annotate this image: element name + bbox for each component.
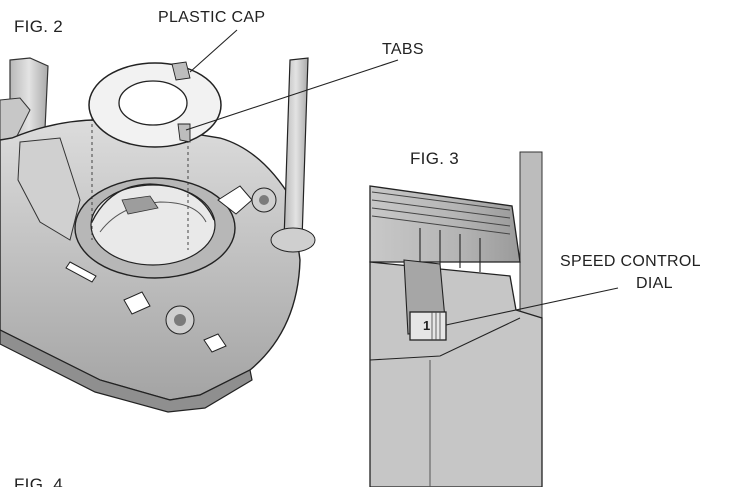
- fig3-title: FIG. 3: [410, 149, 460, 168]
- plastic-cap-label: PLASTIC CAP: [158, 9, 266, 26]
- fig2-title: FIG. 2: [14, 17, 64, 36]
- tabs-leader: [185, 59, 399, 131]
- plastic-cap-leader: [189, 29, 238, 73]
- speed-control-leader: [445, 287, 619, 326]
- plastic-cap: [88, 61, 222, 148]
- speed-control-label-line2: DIAL: [636, 275, 673, 292]
- speed-control-label-line1: SPEED CONTROL: [560, 253, 701, 270]
- dial-number: 1: [423, 318, 431, 333]
- fig4-title: FIG. 4: [14, 475, 64, 487]
- tabs-label: TABS: [382, 41, 424, 58]
- fig3-body: [369, 261, 543, 487]
